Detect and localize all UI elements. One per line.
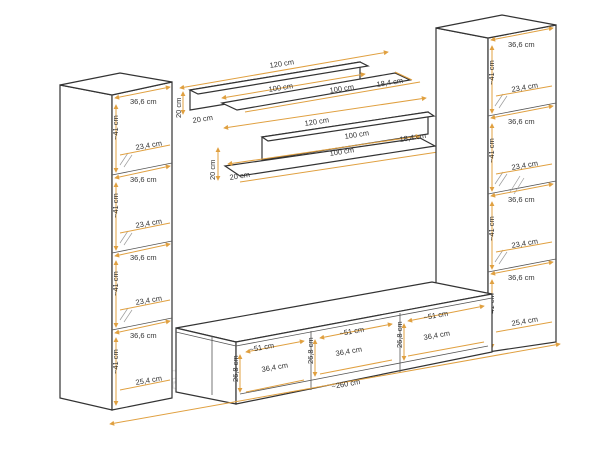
left-width-1: 36,6 cm — [130, 97, 157, 106]
shelf-top-depth: 18,4 cm — [376, 76, 404, 89]
left-height-3: ~41 cm — [111, 271, 120, 296]
shelf-top-inner: 100 cm — [268, 81, 294, 94]
right-height-2: ~41 cm — [487, 138, 496, 163]
left-height-2: ~41 cm — [111, 193, 120, 218]
wall-shelf-bottom — [215, 96, 439, 183]
tv-compartment-2-height: 26,8 cm — [306, 337, 315, 364]
shelf-top-side: 20 cm — [192, 113, 214, 125]
left-width-2: 36,6 cm — [130, 175, 157, 184]
right-width-4: 36,6 cm — [508, 273, 535, 282]
shelf-top-inner-right: 100 cm — [329, 82, 355, 95]
left-height-1: ~41 cm — [111, 115, 120, 140]
right-cabinet — [435, 14, 557, 353]
shelf-bottom-inner-top: 100 cm — [344, 128, 370, 141]
shelf-bottom-length: 120 cm — [304, 115, 330, 128]
right-height-3: ~41 cm — [487, 216, 496, 241]
left-width-3: 36,6 cm — [130, 253, 157, 262]
tv-unit — [109, 281, 561, 426]
right-width-2: 36,6 cm — [508, 117, 535, 126]
shelf-bottom-inner: 100 cm — [329, 145, 355, 158]
shelf-bottom-height: 20 cm — [208, 160, 217, 180]
tv-compartment-1-height: 26,8 cm — [231, 355, 240, 382]
shelf-top-height: 20 cm — [174, 98, 183, 118]
left-height-4: ~41 cm — [111, 349, 120, 374]
shelf-bottom-depth: 18,4 cm — [399, 131, 427, 144]
tv-compartment-3-width: ~51 cm — [423, 309, 449, 322]
right-width-1: 36,6 cm — [508, 40, 535, 49]
tv-compartment-2-width: ~51 cm — [339, 325, 365, 338]
tv-compartment-3-height: 26,8 cm — [395, 321, 404, 348]
shelf-bottom-side: 20 cm — [229, 170, 251, 182]
right-height-1: ~41 cm — [487, 60, 496, 85]
tv-compartment-1-width: ~51 cm — [249, 341, 275, 354]
right-width-3: 36,6 cm — [508, 195, 535, 204]
shelf-top-length: 120 cm — [269, 57, 295, 70]
left-width-4: 36,6 cm — [130, 331, 157, 340]
